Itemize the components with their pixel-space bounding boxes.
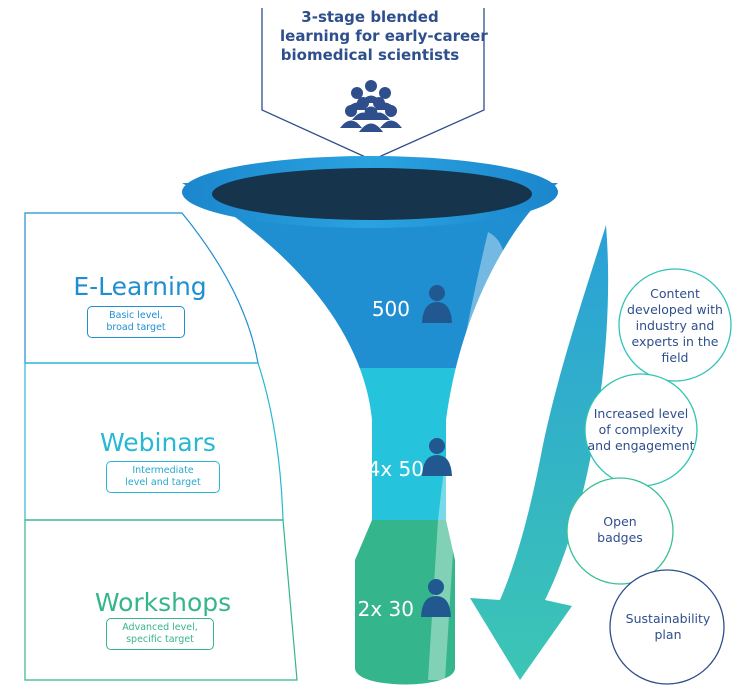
- stage-panel-workshops: [24, 519, 298, 681]
- stage-count-webinars: 14x 50: [354, 457, 424, 481]
- circle-line: Sustainability: [625, 611, 711, 626]
- stage-count-elearning: 500: [371, 297, 410, 321]
- circle-line: experts in the: [631, 334, 719, 349]
- stage-title-webinars: Webinars: [100, 428, 216, 457]
- benefit-text-sustainability: Sustainability plan: [612, 611, 724, 643]
- person-icon: [422, 285, 452, 323]
- group-of-people-icon: [340, 80, 402, 132]
- benefit-text-content: Content developed with industry and expe…: [615, 286, 735, 366]
- stage-count-workshops: 2x 30: [357, 597, 414, 621]
- header-title: 3-stage blended learning for early-caree…: [280, 8, 488, 65]
- stage-badge-elearning: Basic level, broad target: [87, 306, 185, 338]
- funnel-opening: [212, 168, 532, 220]
- benefit-circle-content: [618, 268, 732, 382]
- stage-title-workshops: Workshops: [94, 588, 232, 617]
- funnel-highlight: [428, 232, 506, 680]
- badge-line: Intermediate: [132, 465, 194, 476]
- badge-line: specific target: [126, 634, 194, 645]
- circle-line: plan: [654, 627, 682, 642]
- stage-title-elearning: E-Learning: [73, 272, 207, 301]
- stage-badge-webinars: Intermediate level and target: [106, 461, 220, 493]
- circle-line: industry and: [635, 318, 715, 333]
- badge-line: level and target: [125, 477, 201, 488]
- stage-badge-workshops: Advanced level, specific target: [106, 618, 214, 650]
- person-icon: [422, 438, 452, 476]
- benefit-text-badges: Open badges: [570, 514, 670, 546]
- circle-line: of complexity: [598, 422, 684, 437]
- badge-line: Basic level,: [109, 310, 163, 321]
- header-line: 3-stage blended: [301, 8, 439, 26]
- stage-panel-elearning: [24, 212, 259, 364]
- circle-line: Increased level: [593, 406, 689, 421]
- benefit-circle-sustainability: [609, 569, 725, 685]
- badge-line: Advanced level,: [122, 622, 198, 633]
- circle-line: field: [661, 350, 689, 365]
- benefit-text-complexity: Increased level of complexity and engage…: [581, 406, 701, 454]
- circle-line: Open: [603, 514, 637, 529]
- badge-line: broad target: [106, 322, 166, 333]
- benefit-circle-badges: [566, 477, 674, 585]
- person-icon: [421, 579, 451, 617]
- header-line: learning for early-career: [280, 27, 488, 45]
- header-line: biomedical scientists: [280, 46, 460, 64]
- circle-line: Content: [650, 286, 700, 301]
- circle-line: developed with: [627, 302, 723, 317]
- circle-line: and engagement: [587, 438, 695, 453]
- circle-line: badges: [597, 530, 643, 545]
- progression-arrow: [470, 225, 609, 680]
